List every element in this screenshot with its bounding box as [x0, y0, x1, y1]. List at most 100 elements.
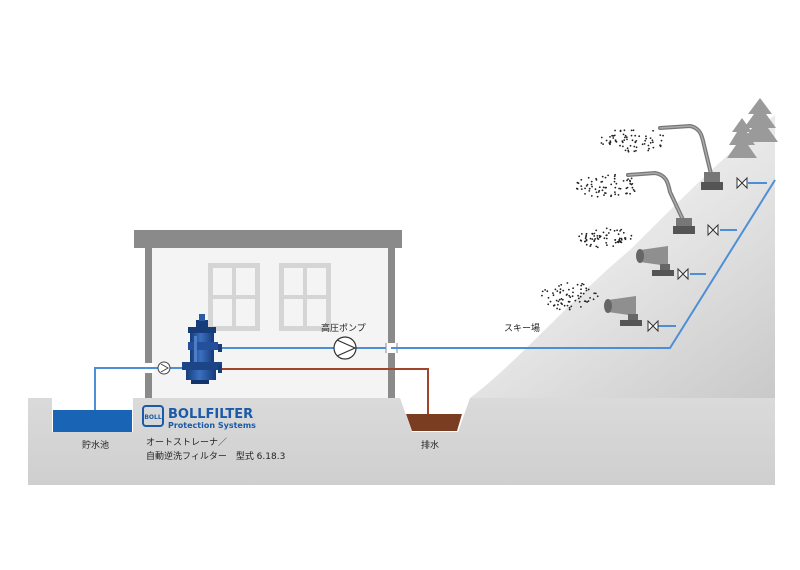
snow-particle [620, 228, 623, 231]
snow-particle [595, 229, 598, 232]
snow-particle [614, 140, 617, 143]
snow-particle [629, 238, 632, 240]
snow-particle [587, 176, 590, 179]
snow-particle [589, 237, 592, 240]
snow-particle [568, 294, 571, 297]
snow-particle [619, 230, 621, 232]
snow-particle [638, 135, 641, 138]
snow-particle [594, 292, 597, 295]
snow-particle [644, 139, 647, 142]
snow-particle [622, 180, 625, 182]
snow-particle [581, 282, 583, 285]
snow-particle [601, 189, 604, 192]
snow-particle [600, 136, 603, 139]
snow-particle [590, 243, 592, 246]
reservoir-label: 貯水池 [82, 439, 109, 451]
snow-particle [566, 282, 569, 284]
snow-particle [631, 182, 634, 185]
snow-particle [602, 231, 605, 234]
snow-particle [576, 181, 579, 184]
snow-particle [566, 304, 569, 307]
snow-particle [591, 185, 593, 188]
snow-particle [590, 180, 593, 183]
snow-particle [578, 300, 581, 303]
snow-particle [618, 237, 621, 240]
snow-particle [625, 192, 628, 195]
snow-particle [629, 144, 632, 147]
snow-particle [541, 290, 544, 293]
snow-particle [559, 288, 562, 291]
snow-particle [613, 134, 616, 137]
snow-particle [607, 232, 610, 234]
snow-particle [566, 293, 568, 296]
bollfilter-logo: BOLL BOLLFILTER Protection Systems [142, 405, 256, 430]
snow-particle [624, 238, 627, 241]
snow-particle [633, 145, 636, 148]
snow-particle [598, 186, 601, 189]
snow-particle [662, 134, 664, 137]
snow-particle [617, 240, 620, 243]
snow-particle [626, 138, 628, 141]
snow-particle [615, 182, 618, 185]
snow-particle [606, 244, 608, 247]
snow-particle [622, 133, 625, 136]
snow-particle [559, 291, 562, 293]
snow-particle [558, 285, 560, 287]
snow-particle [635, 140, 638, 142]
snow-particle [577, 294, 579, 297]
snow-particle [659, 134, 662, 137]
snow-particle [623, 129, 626, 132]
snow-particle [596, 235, 599, 237]
snow-particle [557, 303, 559, 306]
reservoir-water [53, 410, 132, 432]
snow-particle [614, 186, 617, 189]
snow-particle [624, 134, 627, 137]
snow-lance-icon [626, 170, 695, 234]
snow-particle [579, 295, 582, 298]
snow-particle [604, 176, 607, 179]
snow-particle [571, 295, 574, 298]
snow-particle [651, 139, 654, 142]
snow-particle [585, 234, 588, 237]
filter-icon [182, 314, 222, 384]
snow-particle [633, 150, 636, 153]
building [134, 230, 402, 398]
snow-particle [619, 187, 622, 190]
building-window-right [279, 263, 331, 331]
snow-particle [618, 238, 621, 241]
snow-spray [541, 129, 664, 311]
logo-brand: BOLLFILTER [168, 407, 253, 422]
snow-particle [600, 142, 603, 144]
drain-water [406, 414, 462, 431]
snow-particle [630, 234, 633, 237]
snow-particle [563, 304, 566, 307]
snow-particle [552, 292, 554, 294]
snow-particle [652, 129, 654, 132]
snow-particle [568, 308, 571, 311]
snow-particle [635, 146, 638, 149]
snow-particle [591, 232, 594, 235]
snow-particle [647, 144, 650, 147]
clean-water-pipe [94, 179, 776, 410]
snow-particle [645, 135, 647, 138]
snow-particle [579, 239, 582, 242]
snow-particle [568, 288, 570, 291]
snow-particle [595, 191, 598, 194]
snow-particle [554, 288, 557, 291]
snow-particle [594, 238, 597, 240]
snow-particle [596, 246, 599, 249]
snow-particle [555, 299, 558, 302]
snow-particle [611, 134, 613, 137]
snow-particle [586, 183, 589, 186]
snow-particle [587, 288, 590, 291]
snow-particle [585, 232, 588, 235]
snow-particle [625, 136, 628, 139]
snow-particle [634, 134, 637, 137]
snow-particle [605, 234, 608, 237]
snow-particle [605, 242, 608, 244]
pump-label: 高圧ポンプ [321, 322, 366, 334]
snow-particle [590, 183, 593, 186]
snow-particle [603, 194, 605, 197]
snow-particle [578, 297, 580, 300]
logo-tagline: Protection Systems [168, 421, 256, 430]
